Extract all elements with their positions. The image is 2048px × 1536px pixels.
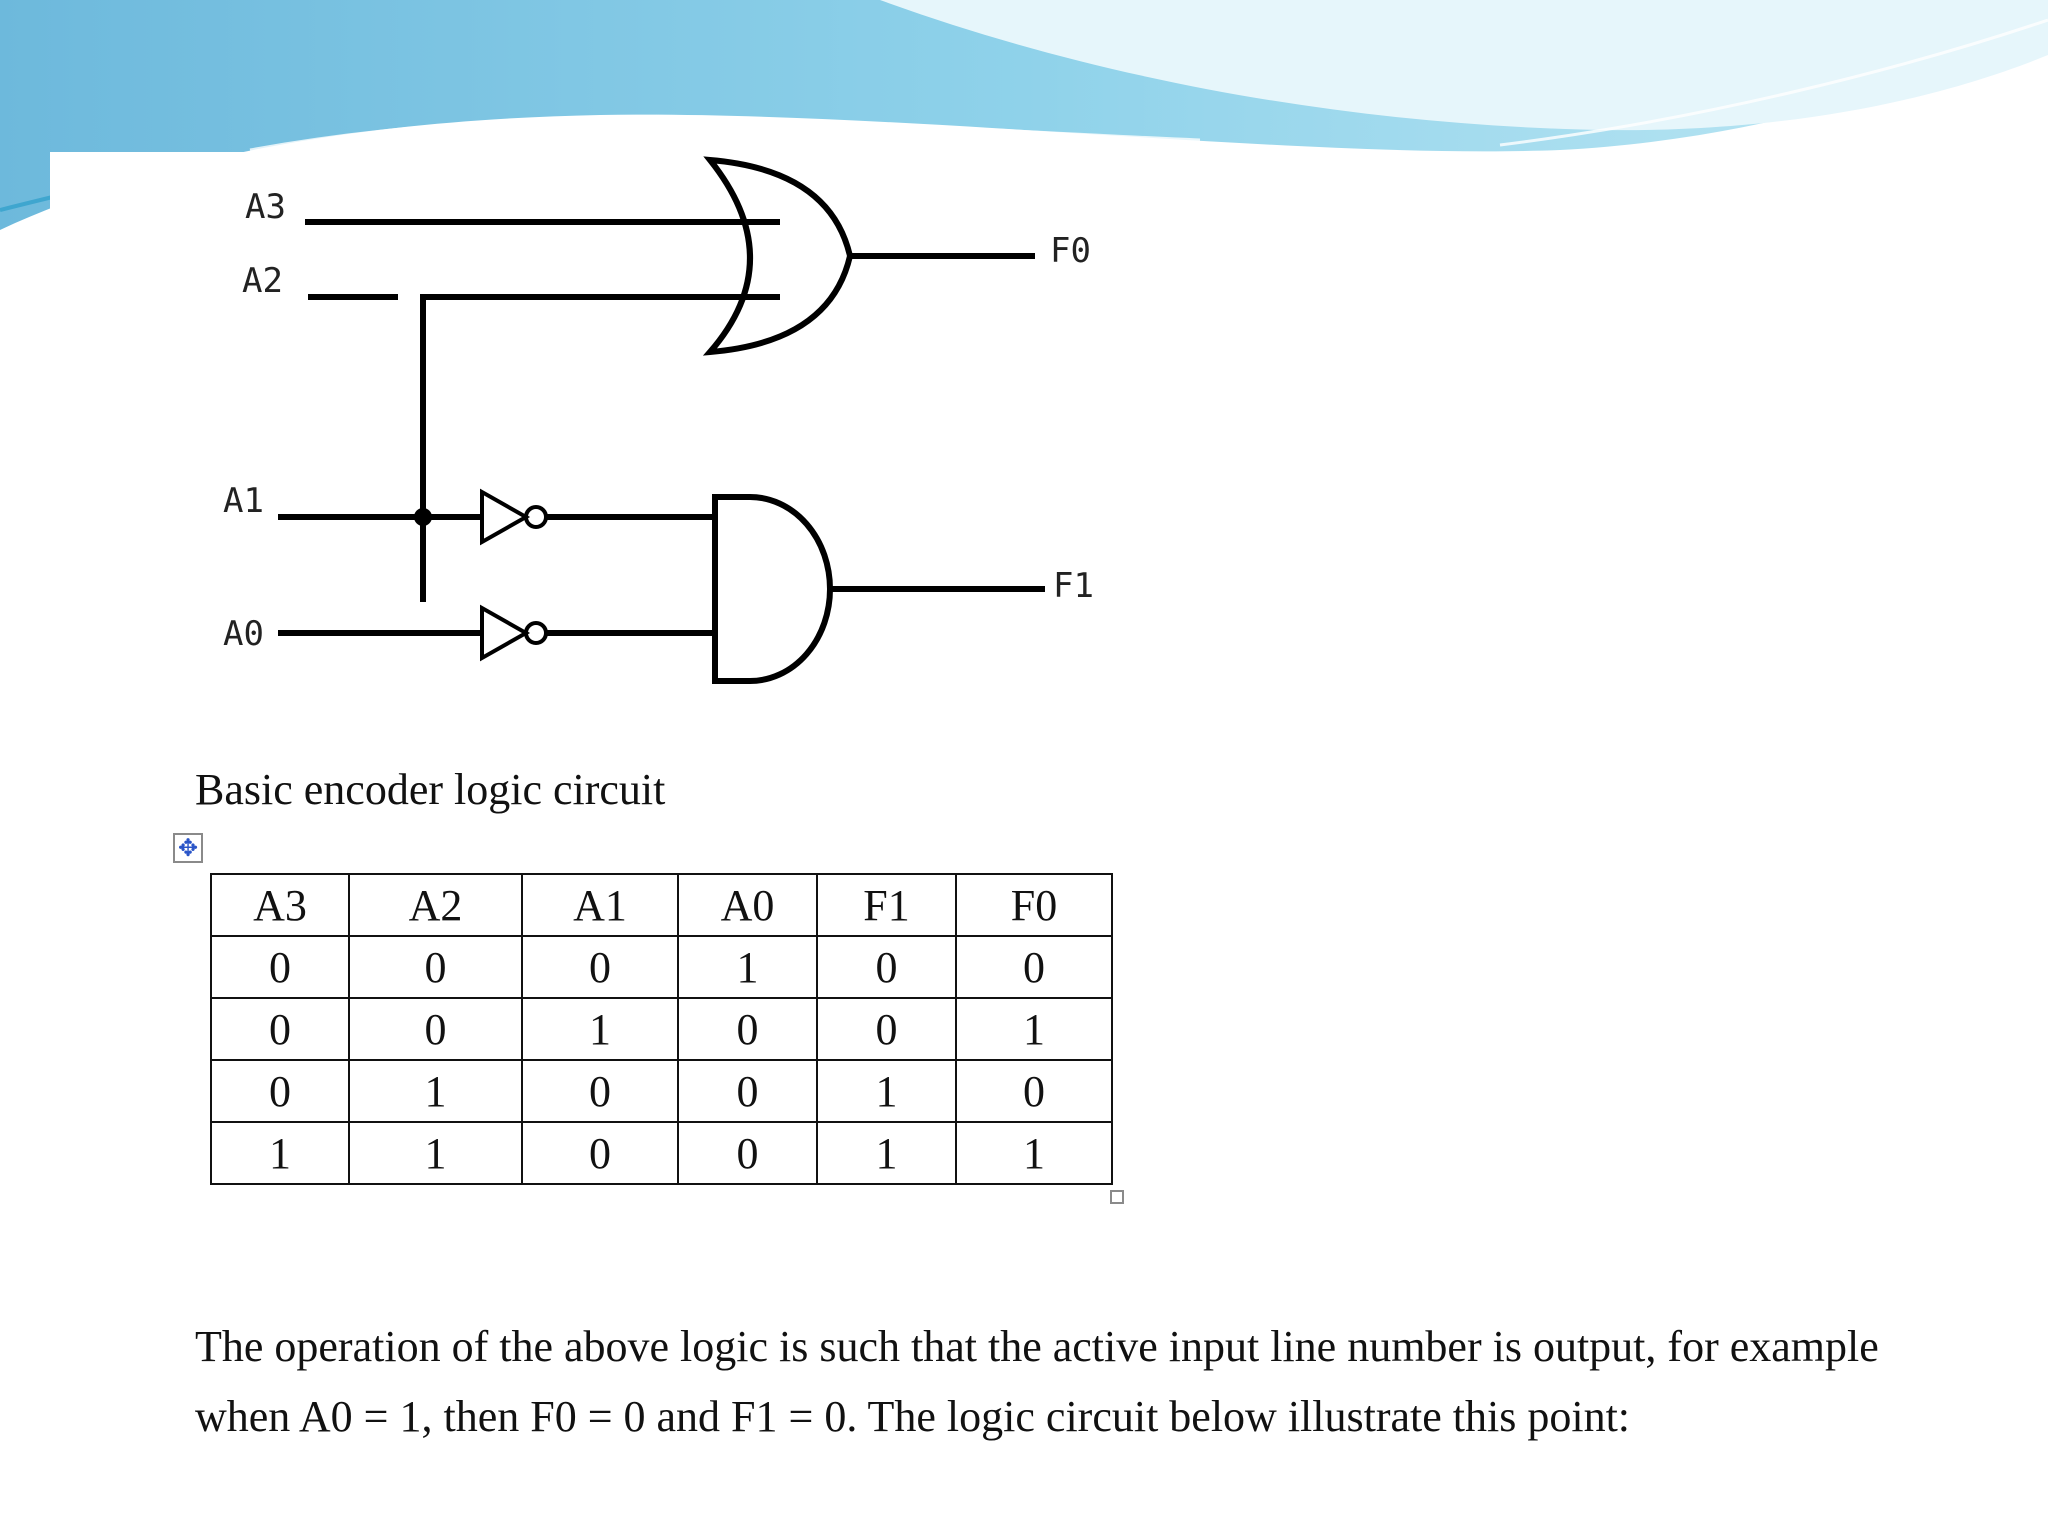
header-a2: A2 <box>348 873 523 937</box>
wire-a2-to-or <box>420 294 780 602</box>
table-resize-handle[interactable] <box>1110 1190 1124 1204</box>
cell: 0 <box>677 1059 818 1123</box>
header-a3: A3 <box>210 873 350 937</box>
cell: 0 <box>348 997 523 1061</box>
cell: 0 <box>521 1121 679 1185</box>
table-row: 0 1 0 0 1 0 <box>210 1059 1113 1123</box>
cell: 1 <box>521 997 679 1061</box>
table-row: 0 0 1 0 0 1 <box>210 997 1113 1061</box>
table-row: 1 1 0 0 1 1 <box>210 1121 1113 1185</box>
diagram-caption: Basic encoder logic circuit <box>195 765 666 814</box>
not-gate-a0 <box>480 604 531 662</box>
cell: 1 <box>955 1121 1113 1185</box>
cell: 1 <box>816 1059 957 1123</box>
cell: 1 <box>348 1121 523 1185</box>
not-gate-a1 <box>480 488 531 546</box>
cell: 0 <box>521 935 679 999</box>
cell: 0 <box>677 997 818 1061</box>
cell: 1 <box>955 997 1113 1061</box>
table-row: 0 0 0 1 0 0 <box>210 935 1113 999</box>
label-a2: A2 <box>242 261 283 301</box>
header-f0: F0 <box>955 873 1113 937</box>
encoder-circuit-diagram: A3 A2 A1 A0 F0 F1 <box>223 156 1094 684</box>
content-panel: A3 A2 A1 A0 F0 F1 Basic encoder logic ci… <box>50 152 1995 1487</box>
header-a0: A0 <box>677 873 818 937</box>
cell: 0 <box>677 1121 818 1185</box>
cell: 0 <box>210 1059 350 1123</box>
cell: 1 <box>816 1121 957 1185</box>
cell: 0 <box>816 997 957 1061</box>
header-f1: F1 <box>816 873 957 937</box>
cell: 1 <box>210 1121 350 1185</box>
cell: 0 <box>521 1059 679 1123</box>
cell: 0 <box>210 935 350 999</box>
cell: 1 <box>677 935 818 999</box>
or-gate <box>702 156 854 356</box>
cell: 0 <box>955 1059 1113 1123</box>
table-move-handle-icon[interactable]: ✥ <box>173 833 203 863</box>
label-f1: F1 <box>1053 566 1094 606</box>
header-a1: A1 <box>521 873 679 937</box>
truth-table: A3 A2 A1 A0 F1 F0 0 0 0 1 0 0 0 0 1 0 <box>210 873 1113 1185</box>
label-a3: A3 <box>245 187 286 227</box>
junction-dot <box>414 508 432 526</box>
and-gate <box>712 494 833 684</box>
cell: 1 <box>348 1059 523 1123</box>
cell: 0 <box>210 997 350 1061</box>
table-header-row: A3 A2 A1 A0 F1 F0 <box>210 873 1113 937</box>
cell: 0 <box>955 935 1113 999</box>
cell: 0 <box>816 935 957 999</box>
label-a1: A1 <box>223 481 264 521</box>
label-f0: F0 <box>1050 231 1091 271</box>
cell: 0 <box>348 935 523 999</box>
label-a0: A0 <box>223 614 264 654</box>
explanation-paragraph: The operation of the above logic is such… <box>195 1322 1879 1441</box>
